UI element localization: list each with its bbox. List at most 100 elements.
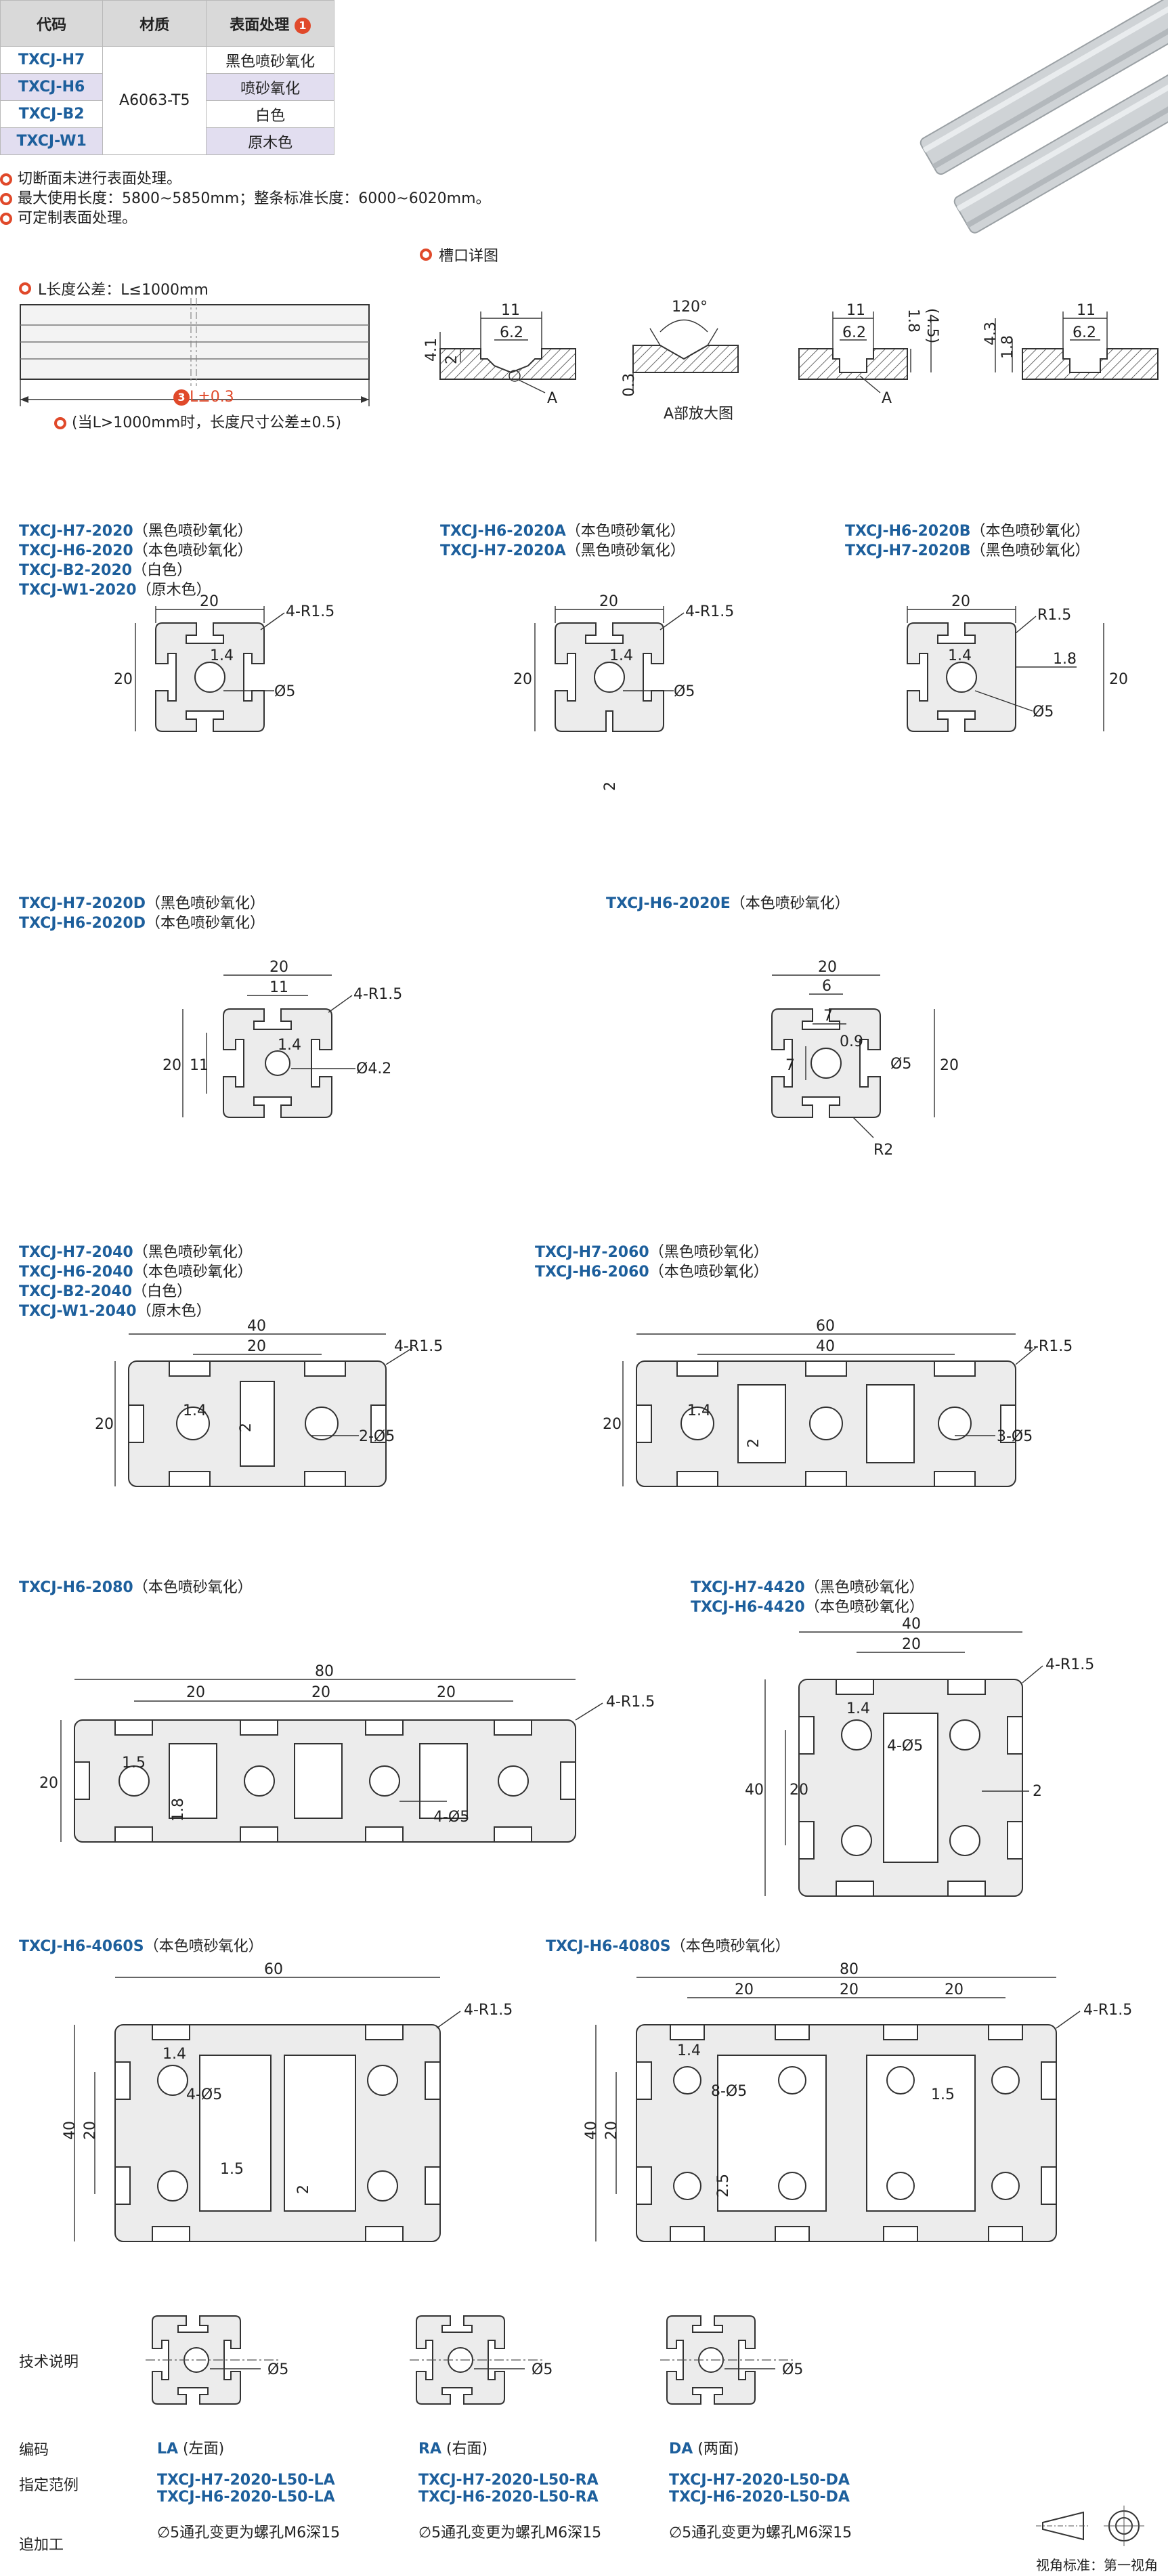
svg-text:2.5: 2.5 xyxy=(715,2174,732,2197)
svg-text:20: 20 xyxy=(603,1416,622,1433)
svg-text:20: 20 xyxy=(840,1981,859,1998)
length-note: (当L>1000mm时，长度尺寸公差±0.5) xyxy=(54,413,341,433)
svg-text:20: 20 xyxy=(437,1684,456,1701)
badge-1: 1 xyxy=(294,17,311,34)
table-row-code: TXCJ-H6 xyxy=(0,73,104,101)
svg-text:1.4: 1.4 xyxy=(278,1037,301,1054)
svg-text:1.8: 1.8 xyxy=(170,1798,187,1822)
svg-text:4-Ø5: 4-Ø5 xyxy=(887,1738,923,1755)
first-angle-projection-icon xyxy=(1036,2506,1144,2546)
svg-text:4-R1.5: 4-R1.5 xyxy=(1045,1656,1094,1673)
header-material: 材质 xyxy=(102,0,207,47)
profile-2080-drawing: 80 20 20 20 20 4-R1.5 1.5 1.8 4-Ø5 xyxy=(39,1663,655,1843)
svg-text:Ø5: Ø5 xyxy=(782,2361,803,2378)
table-row-surface: 喷砂氧化 xyxy=(206,73,334,101)
table-row-code: TXCJ-W1 xyxy=(0,127,104,155)
svg-text:40: 40 xyxy=(816,1338,835,1355)
svg-text:11: 11 xyxy=(1077,302,1096,319)
svg-text:6: 6 xyxy=(822,978,831,995)
svg-text:40: 40 xyxy=(583,2121,600,2140)
svg-text:11: 11 xyxy=(501,302,520,319)
svg-text:20: 20 xyxy=(513,671,532,688)
slot-drawing-1: 11 6.2 4.1 2 A xyxy=(423,302,576,407)
svg-text:Ø5: Ø5 xyxy=(274,683,295,700)
profile-2020e-heading: TXCJ-H6-2020E（本色喷砂氧化） xyxy=(606,895,850,912)
svg-text:4.1: 4.1 xyxy=(423,338,440,362)
svg-text:7: 7 xyxy=(823,1008,833,1025)
header-code: 代码 xyxy=(0,0,104,47)
bullet-icon xyxy=(54,416,66,429)
profile-2020d-heading: TXCJ-H7-2020D（黑色喷砂氧化） TXCJ-H6-2020D（本色喷砂… xyxy=(19,895,265,932)
profile-4080s-heading: TXCJ-H6-4080S（本色喷砂氧化） xyxy=(546,1938,790,1955)
slot-drawing-a-detail: 120° 0.3 A部放大图 xyxy=(621,299,739,423)
svg-text:40: 40 xyxy=(745,1782,764,1799)
spec-table: 代码 材质 表面处理 1 TXCJ-H7 A6063-T5 黑色喷砂氧化 TXC… xyxy=(0,0,334,155)
svg-text:Ø5: Ø5 xyxy=(267,2361,288,2378)
view-standard: 视角标准：第一视角 xyxy=(1036,2557,1158,2573)
svg-text:4.3: 4.3 xyxy=(982,322,999,345)
table-row-code: TXCJ-B2 xyxy=(0,100,104,128)
svg-text:20: 20 xyxy=(603,2121,620,2140)
svg-text:2: 2 xyxy=(602,781,619,791)
slot-drawing-4: 11 6.2 4.3 1.8 xyxy=(982,302,1159,380)
svg-text:1.8: 1.8 xyxy=(999,335,1016,359)
tech-item-ra: RA (右面) TXCJ-H7-2020-L50-RA TXCJ-H6-2020… xyxy=(418,2441,602,2541)
profile-2020a-heading: TXCJ-H6-2020A（本色喷砂氧化） TXCJ-H7-2020A（黑色喷砂… xyxy=(440,523,685,559)
length-tolerance-title: L长度公差：L≤1000mm xyxy=(19,278,209,299)
slot-drawing-3: 11 6.2 1.8 (4.5) A xyxy=(798,302,940,407)
svg-text:4-R1.5: 4-R1.5 xyxy=(685,603,734,620)
svg-text:20: 20 xyxy=(247,1338,266,1355)
svg-text:20: 20 xyxy=(39,1775,58,1792)
svg-text:20: 20 xyxy=(790,1782,808,1799)
svg-text:20: 20 xyxy=(200,593,219,610)
extra-process-label: 追加工 xyxy=(19,2537,64,2554)
svg-text:2: 2 xyxy=(238,1423,255,1432)
table-row-surface: 白色 xyxy=(206,100,334,128)
svg-text:2-Ø5: 2-Ø5 xyxy=(359,1428,395,1445)
table-row-code: TXCJ-H7 xyxy=(0,46,104,74)
table-row-surface: 原木色 xyxy=(206,127,334,155)
svg-text:R1.5: R1.5 xyxy=(1037,607,1071,624)
profile-4420-drawing: 40 20 40 20 4-R1.5 1.4 2 4-Ø5 xyxy=(745,1616,1094,1897)
svg-text:80: 80 xyxy=(315,1663,334,1680)
svg-text:4-R1.5: 4-R1.5 xyxy=(1024,1338,1073,1355)
svg-text:(4.5): (4.5) xyxy=(924,308,940,343)
bullet-icon xyxy=(0,212,12,225)
svg-text:1.4: 1.4 xyxy=(677,2042,701,2059)
profile-4060s-drawing: 60 40 20 4-R1.5 1.4 1.5 2 4-Ø5 xyxy=(62,1961,513,2242)
svg-text:20: 20 xyxy=(818,959,837,976)
svg-text:1.8: 1.8 xyxy=(905,309,922,332)
svg-text:4-R1.5: 4-R1.5 xyxy=(1083,2002,1132,2019)
svg-text:1.4: 1.4 xyxy=(846,1700,870,1717)
profile-photo xyxy=(920,0,1168,234)
svg-text:20: 20 xyxy=(902,1636,921,1653)
svg-text:6.2: 6.2 xyxy=(842,324,866,341)
svg-text:Ø5: Ø5 xyxy=(1033,704,1054,721)
svg-text:40: 40 xyxy=(902,1616,921,1633)
example-label: 指定范例 xyxy=(19,2477,79,2494)
svg-text:120°: 120° xyxy=(672,299,708,316)
svg-text:60: 60 xyxy=(264,1961,283,1978)
svg-text:80: 80 xyxy=(840,1961,859,1978)
profile-4420-heading: TXCJ-H7-4420（黑色喷砂氧化） TXCJ-H6-4420（本色喷砂氧化… xyxy=(691,1579,924,1616)
svg-text:6.2: 6.2 xyxy=(500,324,523,341)
svg-text:1.5: 1.5 xyxy=(220,2161,244,2178)
profile-2080-heading: TXCJ-H6-2080（本色喷砂氧化） xyxy=(19,1579,253,1596)
svg-text:0.3: 0.3 xyxy=(621,373,638,397)
svg-text:A部放大图: A部放大图 xyxy=(664,406,733,423)
svg-text:Ø5: Ø5 xyxy=(674,683,695,700)
svg-text:11: 11 xyxy=(190,1057,209,1074)
svg-text:20: 20 xyxy=(940,1057,959,1074)
profile-2020a-drawing: 20 20 4-R1.5 1.4 Ø5 2 xyxy=(513,593,734,791)
svg-text:1.4: 1.4 xyxy=(210,647,234,664)
svg-text:20: 20 xyxy=(82,2121,99,2140)
bullet-icon xyxy=(19,282,31,295)
profile-2060-heading: TXCJ-H7-2060（黑色喷砂氧化） TXCJ-H6-2060（本色喷砂氧化… xyxy=(535,1244,769,1281)
svg-text:Ø5: Ø5 xyxy=(532,2361,553,2378)
svg-text:3-Ø5: 3-Ø5 xyxy=(997,1428,1033,1445)
svg-text:11: 11 xyxy=(269,979,288,996)
profile-2020b-heading: TXCJ-H6-2020B（本色喷砂氧化） TXCJ-H7-2020B（黑色喷砂… xyxy=(845,523,1090,559)
svg-text:0.9: 0.9 xyxy=(840,1033,863,1050)
bullet-icon xyxy=(0,192,12,205)
svg-text:1.4: 1.4 xyxy=(183,1402,207,1419)
